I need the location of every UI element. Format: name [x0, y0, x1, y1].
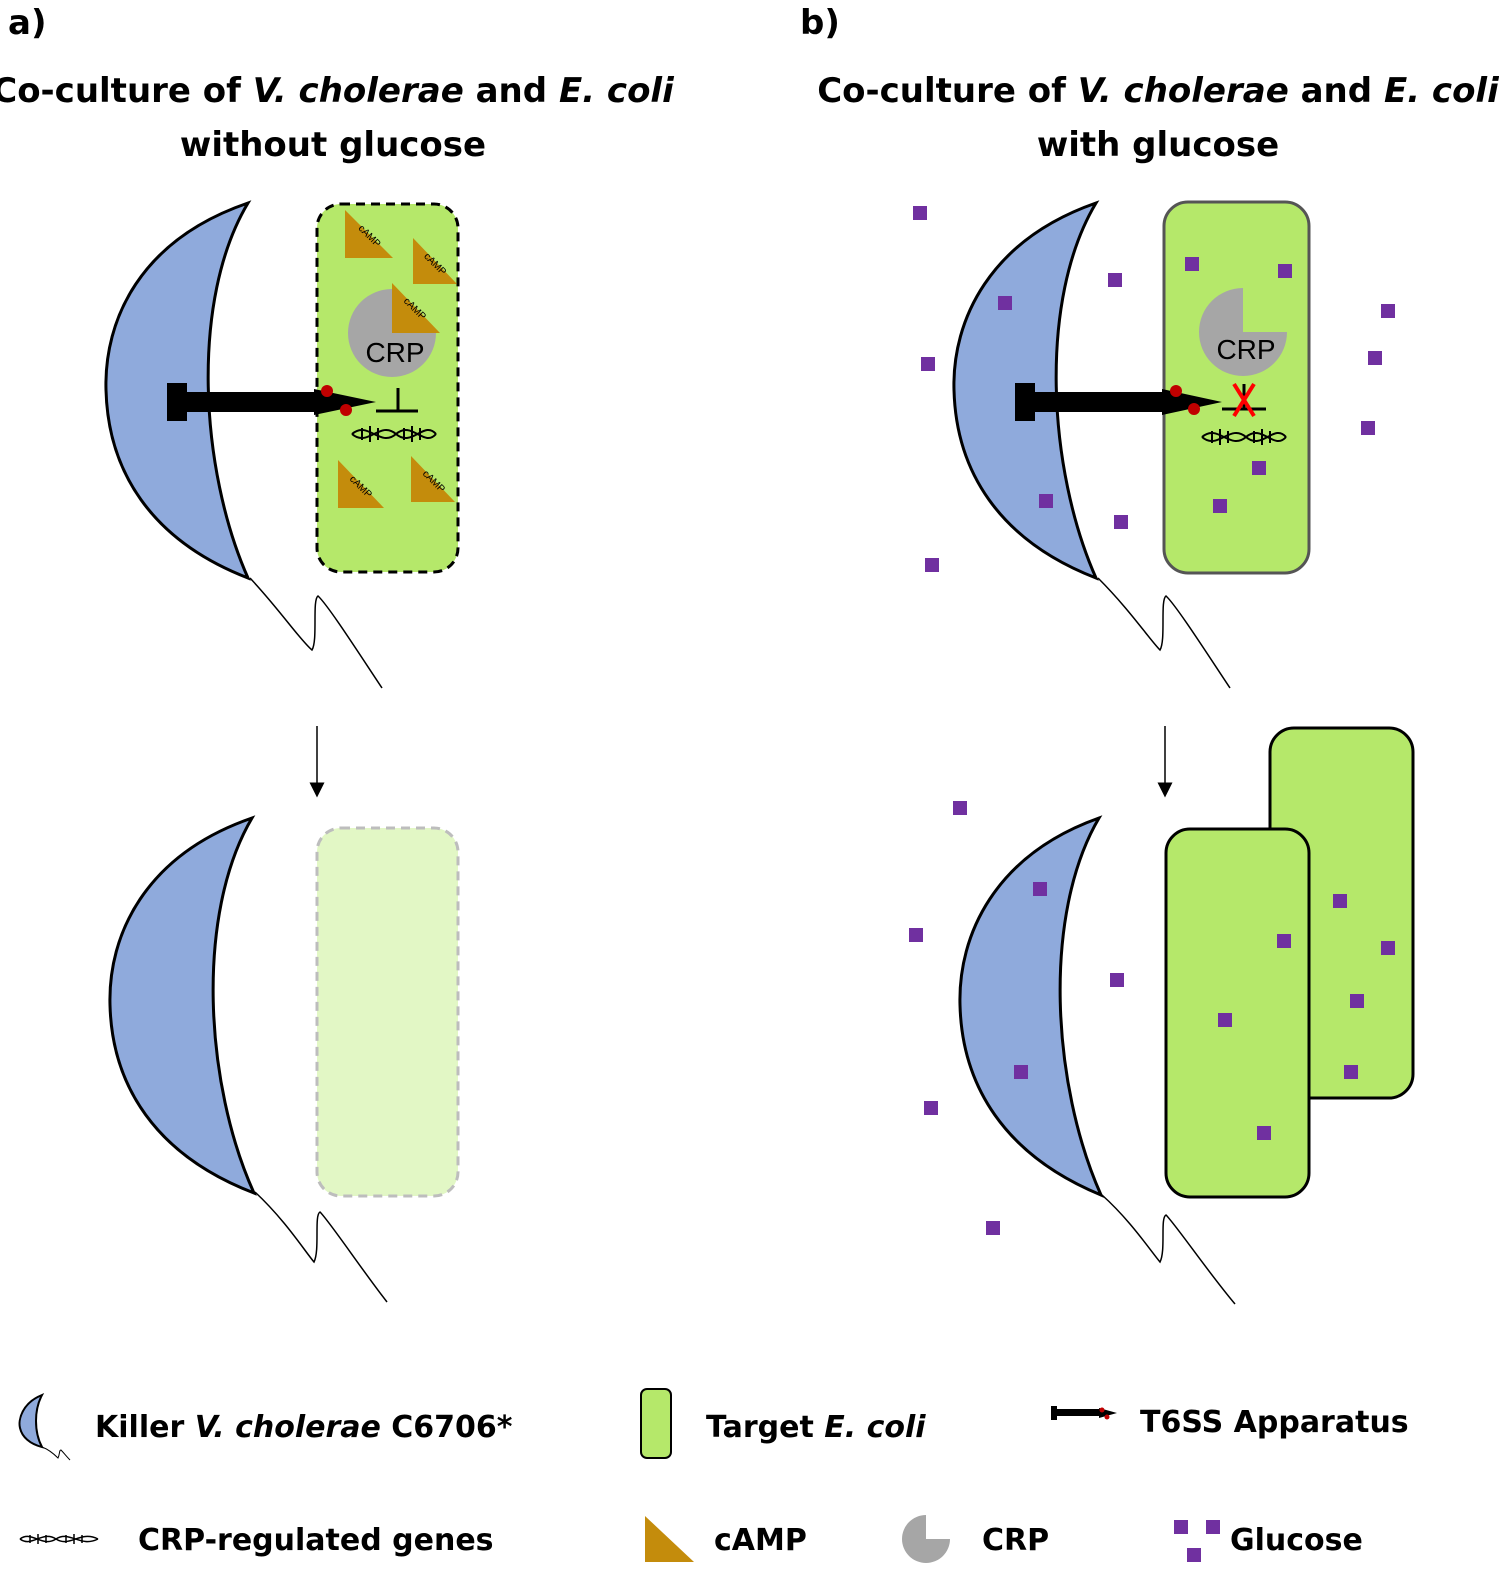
- panel-a-title-part-3: and: [464, 71, 559, 111]
- glucose-icon: [1108, 273, 1122, 287]
- crp-icon: CRP: [1199, 288, 1287, 376]
- glucose-icon: [1114, 515, 1128, 529]
- panel-a-top: cAMP cAMP cAMP cAMP cAMP CRP: [104, 200, 460, 689]
- legend-target: Target E. coli: [640, 1388, 926, 1459]
- panel-b-title-part-4: E. coli: [1384, 71, 1499, 111]
- crp-label: CRP: [365, 337, 424, 368]
- vibrio-cell: [108, 815, 257, 1196]
- effector-dot: [321, 385, 333, 397]
- legend-ecoli-icon: [640, 1388, 672, 1459]
- glucose-icon: [1333, 894, 1347, 908]
- vibrio-flagellum: [1101, 1194, 1236, 1305]
- legend-killer-part-3: C6706*: [381, 1410, 513, 1445]
- panel-b-bottom: [909, 726, 1415, 1305]
- glucose-icon: [1368, 351, 1382, 365]
- glucose-icon: [925, 558, 939, 572]
- glucose-icon: [1185, 257, 1199, 271]
- legend-genes: CRP-regulated genes: [19, 1523, 494, 1558]
- legend-killer-label: Killer V. cholerae C6706*: [95, 1410, 513, 1445]
- vibrio-cell: [958, 815, 1104, 1198]
- glucose-icon: [1213, 499, 1227, 513]
- glucose-icon: [998, 296, 1012, 310]
- glucose-icon: [953, 801, 967, 815]
- panel-b-subtitle: with glucose: [1037, 125, 1279, 165]
- glucose-icon: [1361, 421, 1375, 435]
- glucose-molecules: [913, 206, 1395, 572]
- panel-a-title-part-4: E. coli: [559, 71, 675, 111]
- legend-crp-label: CRP: [982, 1523, 1049, 1558]
- glucose-icon: [921, 357, 935, 371]
- glucose-icon: [1350, 994, 1364, 1008]
- t6ss-apparatus: [167, 383, 376, 421]
- legend-glucose-label: Glucose: [1230, 1523, 1363, 1558]
- panel-a-title-part-1: Co-culture of: [0, 71, 253, 111]
- panel-b-title-part-3: and: [1289, 71, 1384, 111]
- glucose-icon: [1277, 934, 1291, 948]
- glucose-icon: [1014, 1065, 1028, 1079]
- glucose-icon: [1257, 1126, 1271, 1140]
- legend-target-label: Target E. coli: [706, 1410, 926, 1445]
- glucose-icon: [1033, 882, 1047, 896]
- t6ss-apparatus: [1015, 383, 1222, 421]
- glucose-icon: [1344, 1065, 1358, 1079]
- crp-label: CRP: [1216, 334, 1275, 365]
- legend-glucose-icon: [1174, 1520, 1220, 1562]
- panel-b-top: CRP: [913, 200, 1395, 689]
- effector-dot: [340, 404, 352, 416]
- glucose-molecules: [909, 801, 1395, 1235]
- legend-genes-label: CRP-regulated genes: [138, 1523, 494, 1558]
- glucose-icon: [924, 1101, 938, 1115]
- legend-killer: Killer V. cholerae C6706*: [18, 1393, 513, 1461]
- vibrio-flagellum: [1097, 577, 1231, 689]
- vibrio-flagellum: [254, 1191, 388, 1303]
- repression-symbol: [376, 388, 418, 413]
- panel-b-title-part-1: Co-culture of: [817, 71, 1078, 111]
- crp-icon: cAMP CRP: [348, 283, 440, 377]
- dna-icon: [1201, 429, 1287, 445]
- glucose-icon: [1278, 264, 1292, 278]
- effector-dot: [1170, 385, 1182, 397]
- legend-camp-icon: [645, 1516, 694, 1562]
- glucose-icon: [1252, 461, 1266, 475]
- ecoli-cell-surviving: [1164, 827, 1311, 1199]
- glucose-icon: [1039, 494, 1053, 508]
- panel-a-subtitle: without glucose: [180, 125, 486, 165]
- legend-crp: CRP: [902, 1515, 1049, 1563]
- legend-killer-part-1: Killer: [95, 1410, 195, 1445]
- panel-b-title-part-2: V. cholerae: [1078, 71, 1289, 111]
- panel-b-label: b): [800, 3, 840, 43]
- legend-target-part-1: Target: [706, 1410, 824, 1445]
- legend: Killer V. cholerae C6706* Target E. coli…: [18, 1388, 1409, 1563]
- panel-a-title: Co-culture of V. cholerae and E. coli: [0, 71, 675, 111]
- effector-dot: [1188, 403, 1200, 415]
- dna-icon: [351, 426, 437, 442]
- glucose-icon: [986, 1221, 1000, 1235]
- legend-vibrio-icon: [18, 1393, 45, 1449]
- legend-glucose: Glucose: [1174, 1520, 1363, 1562]
- glucose-icon: [913, 206, 927, 220]
- glucose-icon: [1381, 941, 1395, 955]
- glucose-icon: [1110, 973, 1124, 987]
- legend-camp: cAMP: [645, 1516, 807, 1562]
- glucose-icon: [909, 928, 923, 942]
- glucose-icon: [1218, 1013, 1232, 1027]
- legend-target-part-2: E. coli: [824, 1410, 926, 1445]
- panel-a-label: a): [8, 3, 46, 43]
- legend-killer-part-2: V. cholerae: [195, 1410, 381, 1445]
- blocked-repression-symbol: [1222, 382, 1266, 418]
- panel-b-title: Co-culture of V. cholerae and E. coli: [817, 71, 1499, 111]
- legend-t6ss: T6SS Apparatus: [1051, 1405, 1409, 1440]
- panel-a-bottom: [108, 815, 460, 1303]
- legend-dna-icon: [19, 1534, 99, 1544]
- camp-icon: cAMP: [338, 460, 384, 508]
- legend-t6ss-icon: [1051, 1406, 1117, 1420]
- legend-t6ss-label: T6SS Apparatus: [1140, 1405, 1409, 1440]
- legend-camp-label: cAMP: [714, 1523, 807, 1558]
- ecoli-cell-lysed: [315, 826, 460, 1198]
- vibrio-flagellum: [249, 577, 383, 689]
- glucose-icon: [1381, 304, 1395, 318]
- legend-crp-icon: [902, 1515, 950, 1563]
- panel-a-title-part-2: V. cholerae: [253, 71, 464, 111]
